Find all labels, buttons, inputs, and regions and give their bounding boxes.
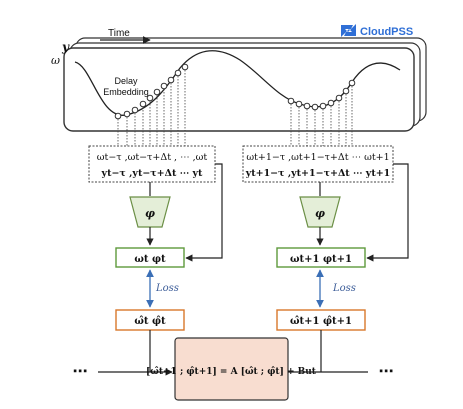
y-label: y xyxy=(61,40,70,54)
left-embedding-row2: yt−τ ,yt−τ+Δt ⋯ yt xyxy=(101,168,203,179)
omega-label: ω xyxy=(51,54,60,67)
right-skip-arrow xyxy=(366,163,409,262)
panel-front-layer xyxy=(63,47,415,132)
left-embedding-row1: ωt−τ ,ωt−τ+Δt , ⋯ ,ωt xyxy=(97,152,208,163)
left-encoder-label: φ xyxy=(145,207,155,220)
dynamics-box xyxy=(174,337,289,401)
right-state-box xyxy=(276,247,366,268)
right-prediction-label: ω̂t+1 φ̂t+1 xyxy=(290,316,352,327)
left-ellipsis: ⋯ xyxy=(73,363,88,380)
delay-embedding-label-line2: Embedding xyxy=(103,87,149,97)
right-embedding-row2: yt+1−τ ,yt+1−τ+Δt ⋯ yt+1 xyxy=(245,168,391,179)
right-sample-dropdowns xyxy=(290,86,353,146)
time-series-panel: Time y ω CloudPSS Delay Embedding xyxy=(51,24,427,146)
left-state-label: ωt φt xyxy=(134,254,166,265)
time-label: Time xyxy=(108,28,130,39)
left-loss-label: Loss xyxy=(155,283,179,294)
left-branch: ωt−τ ,ωt−τ+Δt , ⋯ ,ωt yt−τ ,yt−τ+Δt ⋯ yt… xyxy=(88,145,223,372)
left-sample-points xyxy=(114,63,189,120)
cloudpss-logo-icon xyxy=(341,24,356,37)
left-sample-dropdowns xyxy=(117,70,186,146)
left-state-box xyxy=(115,247,185,268)
right-sample-points xyxy=(287,79,356,111)
right-state-label: ωt+1 φt+1 xyxy=(290,254,352,265)
cloudpss-logo-text: CloudPSS xyxy=(360,26,413,38)
right-encoder-label: φ xyxy=(315,207,325,220)
right-embedding-box xyxy=(242,145,394,183)
dynamics-equation: [ω̂t+1 ; φ̂t+1] = A [ω̂t ; φ̂t] + But xyxy=(146,366,317,377)
right-encoder-phi xyxy=(299,196,341,228)
delay-embedding-label-line1: Delay xyxy=(114,76,138,86)
right-branch: ωt+1−τ ,ωt+1−τ+Δt ⋯ ωt+1 yt+1−τ ,yt+1−τ+… xyxy=(242,145,409,372)
linear-dynamics: [ω̂t+1 ; φ̂t+1] = A [ω̂t ; φ̂t] + But ⋯ … xyxy=(73,337,394,401)
right-embedding-row1: ωt+1−τ ,ωt+1−τ+Δt ⋯ ωt+1 xyxy=(246,152,389,163)
cloudpss-logo: CloudPSS xyxy=(341,24,413,38)
left-skip-arrow xyxy=(185,163,223,262)
right-ellipsis: ⋯ xyxy=(379,363,394,380)
left-encoder-phi xyxy=(129,196,171,228)
left-prediction-label: ω̂t φ̂t xyxy=(134,316,166,327)
left-embedding-box xyxy=(88,145,216,183)
right-loss-label: Loss xyxy=(332,283,356,294)
